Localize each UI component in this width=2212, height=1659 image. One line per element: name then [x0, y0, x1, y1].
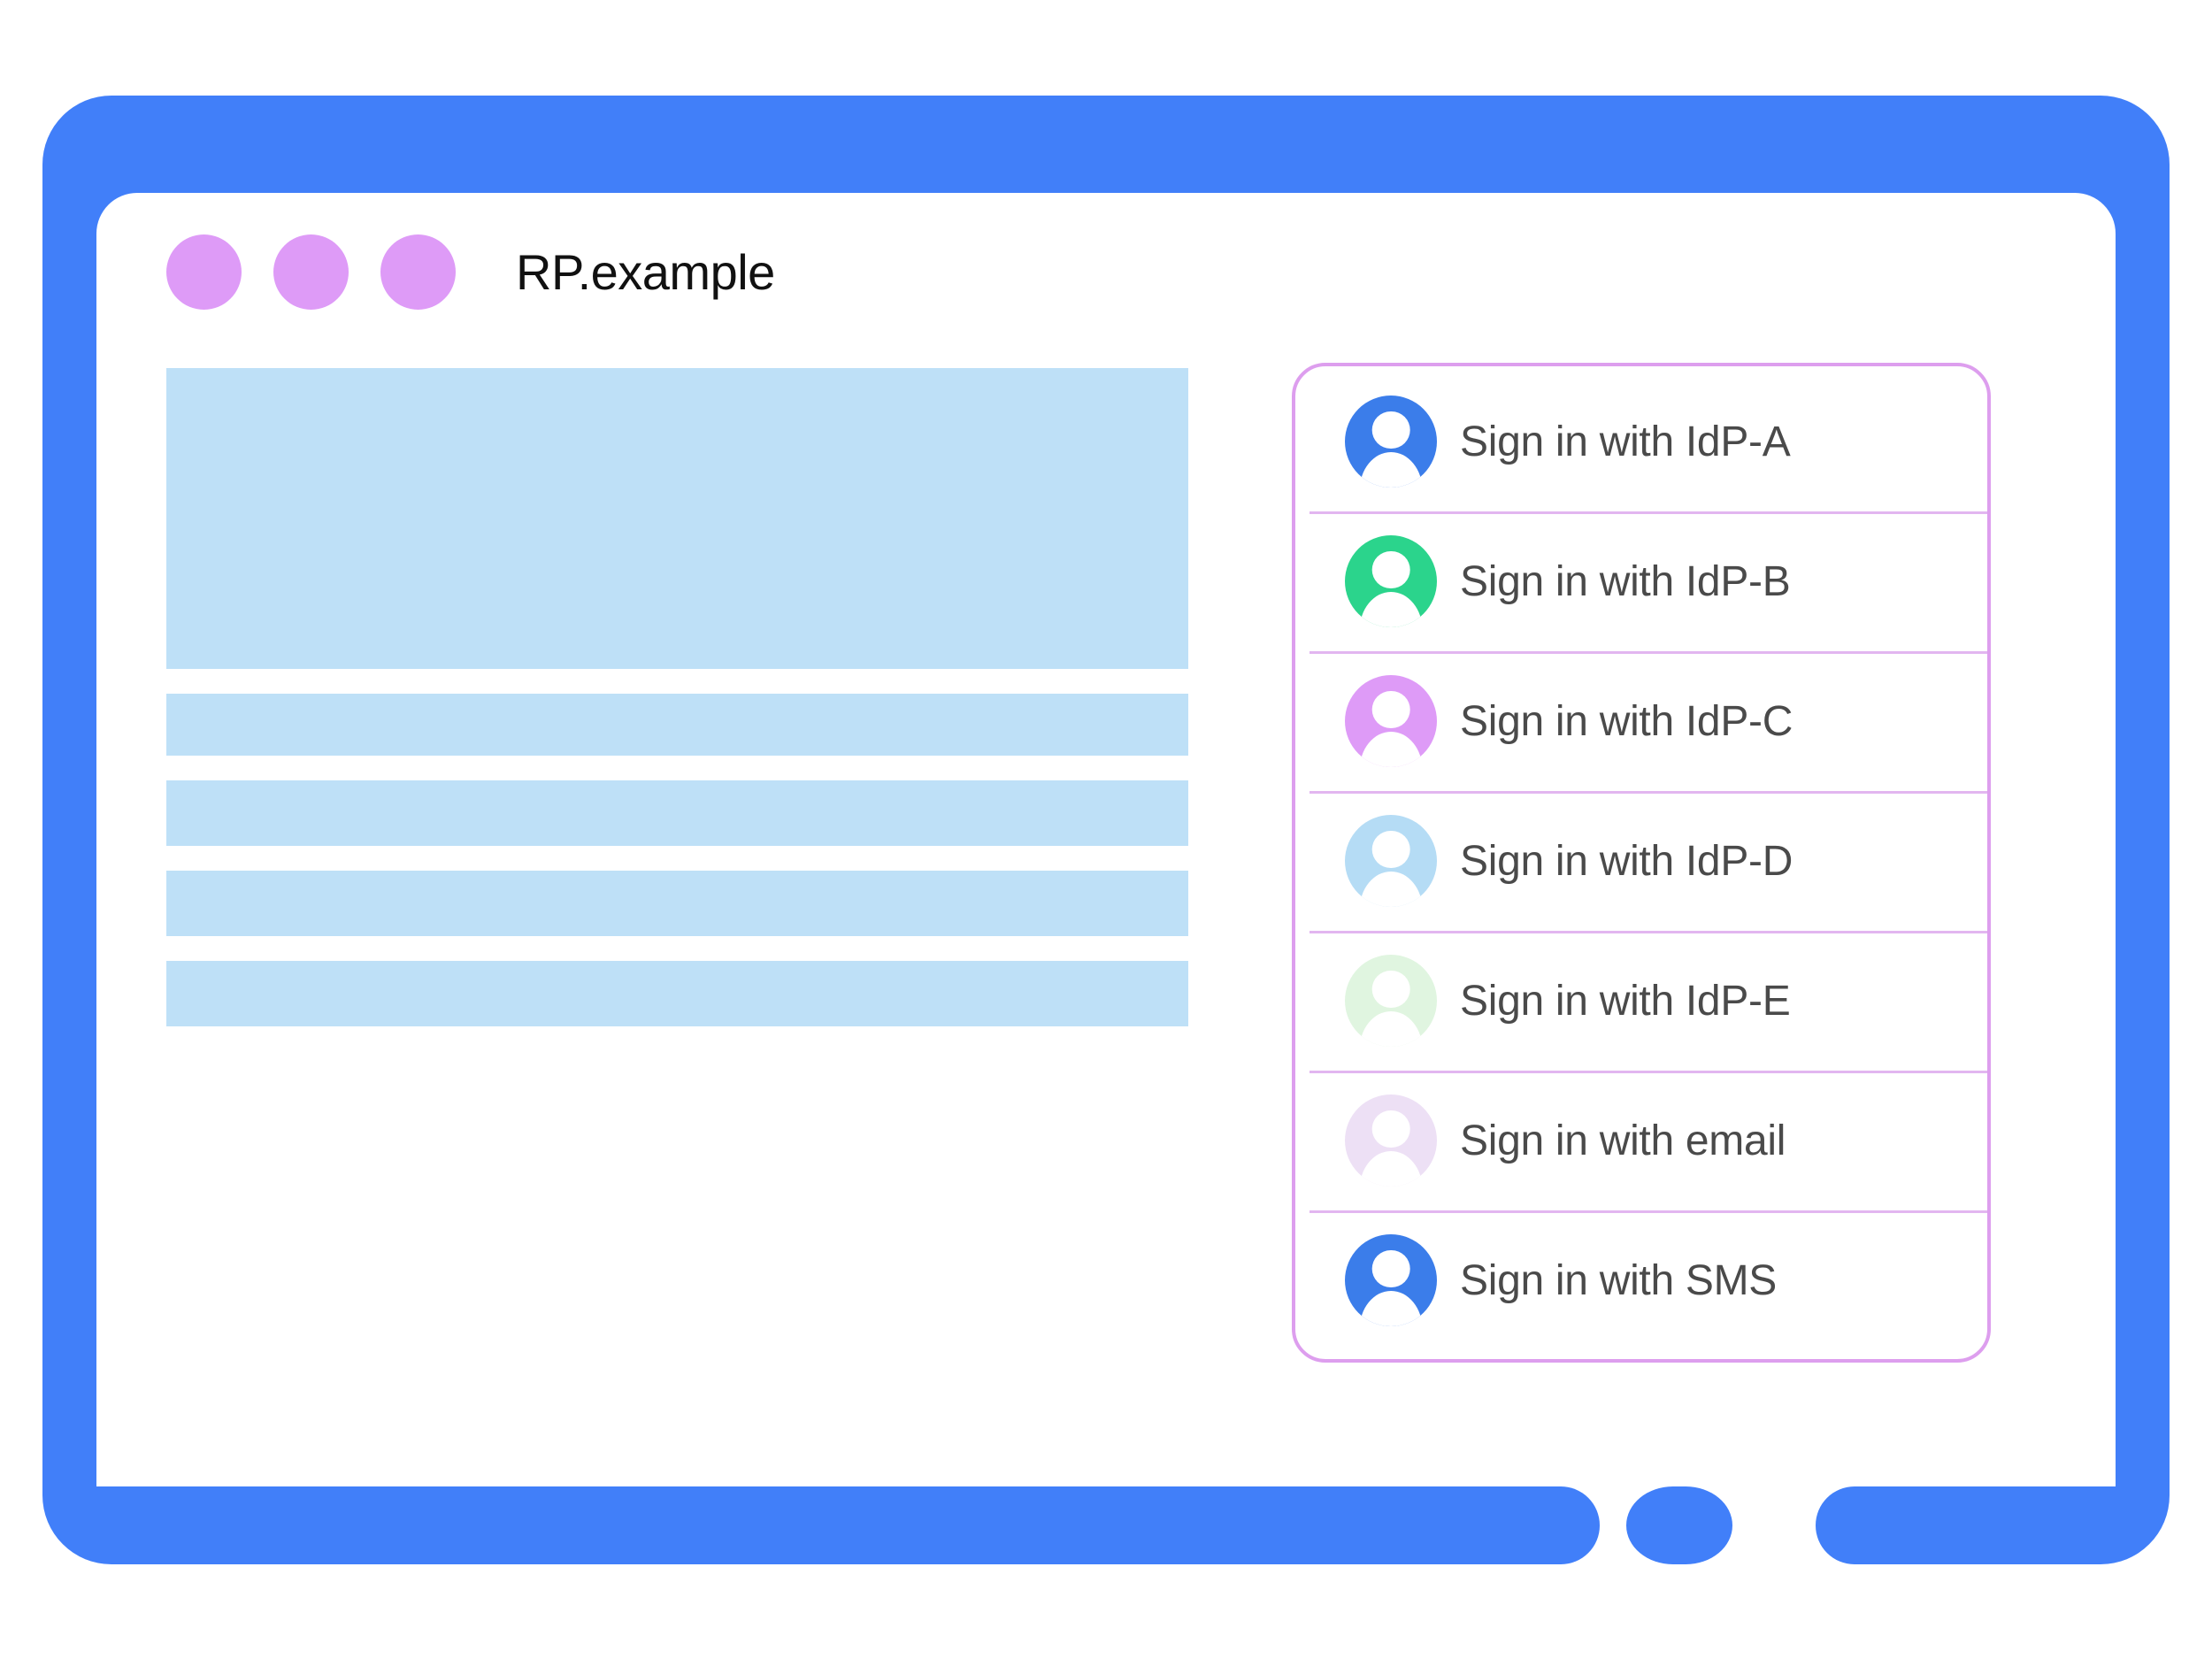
- skeleton-block-hero: [166, 368, 1188, 669]
- device-chin-right: [1816, 1486, 2170, 1564]
- browser-titlebar: RP.example: [96, 193, 2116, 350]
- device-chin-left: [42, 1486, 1600, 1564]
- person-avatar-icon: [1345, 535, 1437, 627]
- browser-viewport: RP.example Sign in with IdP-A Sign in wi…: [96, 193, 2116, 1487]
- window-dot-3[interactable]: [380, 234, 456, 310]
- content-skeleton: [166, 368, 1188, 1051]
- skeleton-block-bar-2: [166, 780, 1188, 846]
- account-label: Sign in with IdP-D: [1460, 837, 1793, 885]
- person-avatar-icon: [1345, 675, 1437, 767]
- account-row-idp-a[interactable]: Sign in with IdP-A: [1295, 372, 1987, 511]
- person-avatar-icon: [1345, 1094, 1437, 1187]
- account-row-idp-b[interactable]: Sign in with IdP-B: [1295, 511, 1987, 651]
- skeleton-block-bar-3: [166, 871, 1188, 936]
- person-avatar-icon: [1345, 1234, 1437, 1326]
- page-title: RP.example: [516, 243, 775, 300]
- account-label: Sign in with email: [1460, 1117, 1786, 1164]
- person-avatar-icon: [1345, 815, 1437, 907]
- account-chooser-dialog: Sign in with IdP-A Sign in with IdP-B Si…: [1292, 363, 1991, 1363]
- account-row-idp-c[interactable]: Sign in with IdP-C: [1295, 651, 1987, 791]
- window-dot-1[interactable]: [166, 234, 242, 310]
- account-label: Sign in with IdP-B: [1460, 557, 1791, 605]
- account-row-idp-e[interactable]: Sign in with IdP-E: [1295, 931, 1987, 1071]
- device-frame: RP.example Sign in with IdP-A Sign in wi…: [42, 96, 2170, 1564]
- account-row-email[interactable]: Sign in with email: [1295, 1071, 1987, 1210]
- account-label: Sign in with IdP-A: [1460, 418, 1791, 465]
- account-label: Sign in with IdP-E: [1460, 977, 1791, 1025]
- person-avatar-icon: [1345, 396, 1437, 488]
- account-label: Sign in with IdP-C: [1460, 697, 1793, 745]
- account-label: Sign in with SMS: [1460, 1256, 1778, 1304]
- account-row-idp-d[interactable]: Sign in with IdP-D: [1295, 791, 1987, 931]
- account-row-sms[interactable]: Sign in with SMS: [1295, 1210, 1987, 1350]
- person-avatar-icon: [1345, 955, 1437, 1047]
- window-dot-2[interactable]: [273, 234, 349, 310]
- home-button[interactable]: [1626, 1486, 1732, 1564]
- skeleton-block-bar-1: [166, 694, 1188, 756]
- skeleton-block-bar-4: [166, 961, 1188, 1026]
